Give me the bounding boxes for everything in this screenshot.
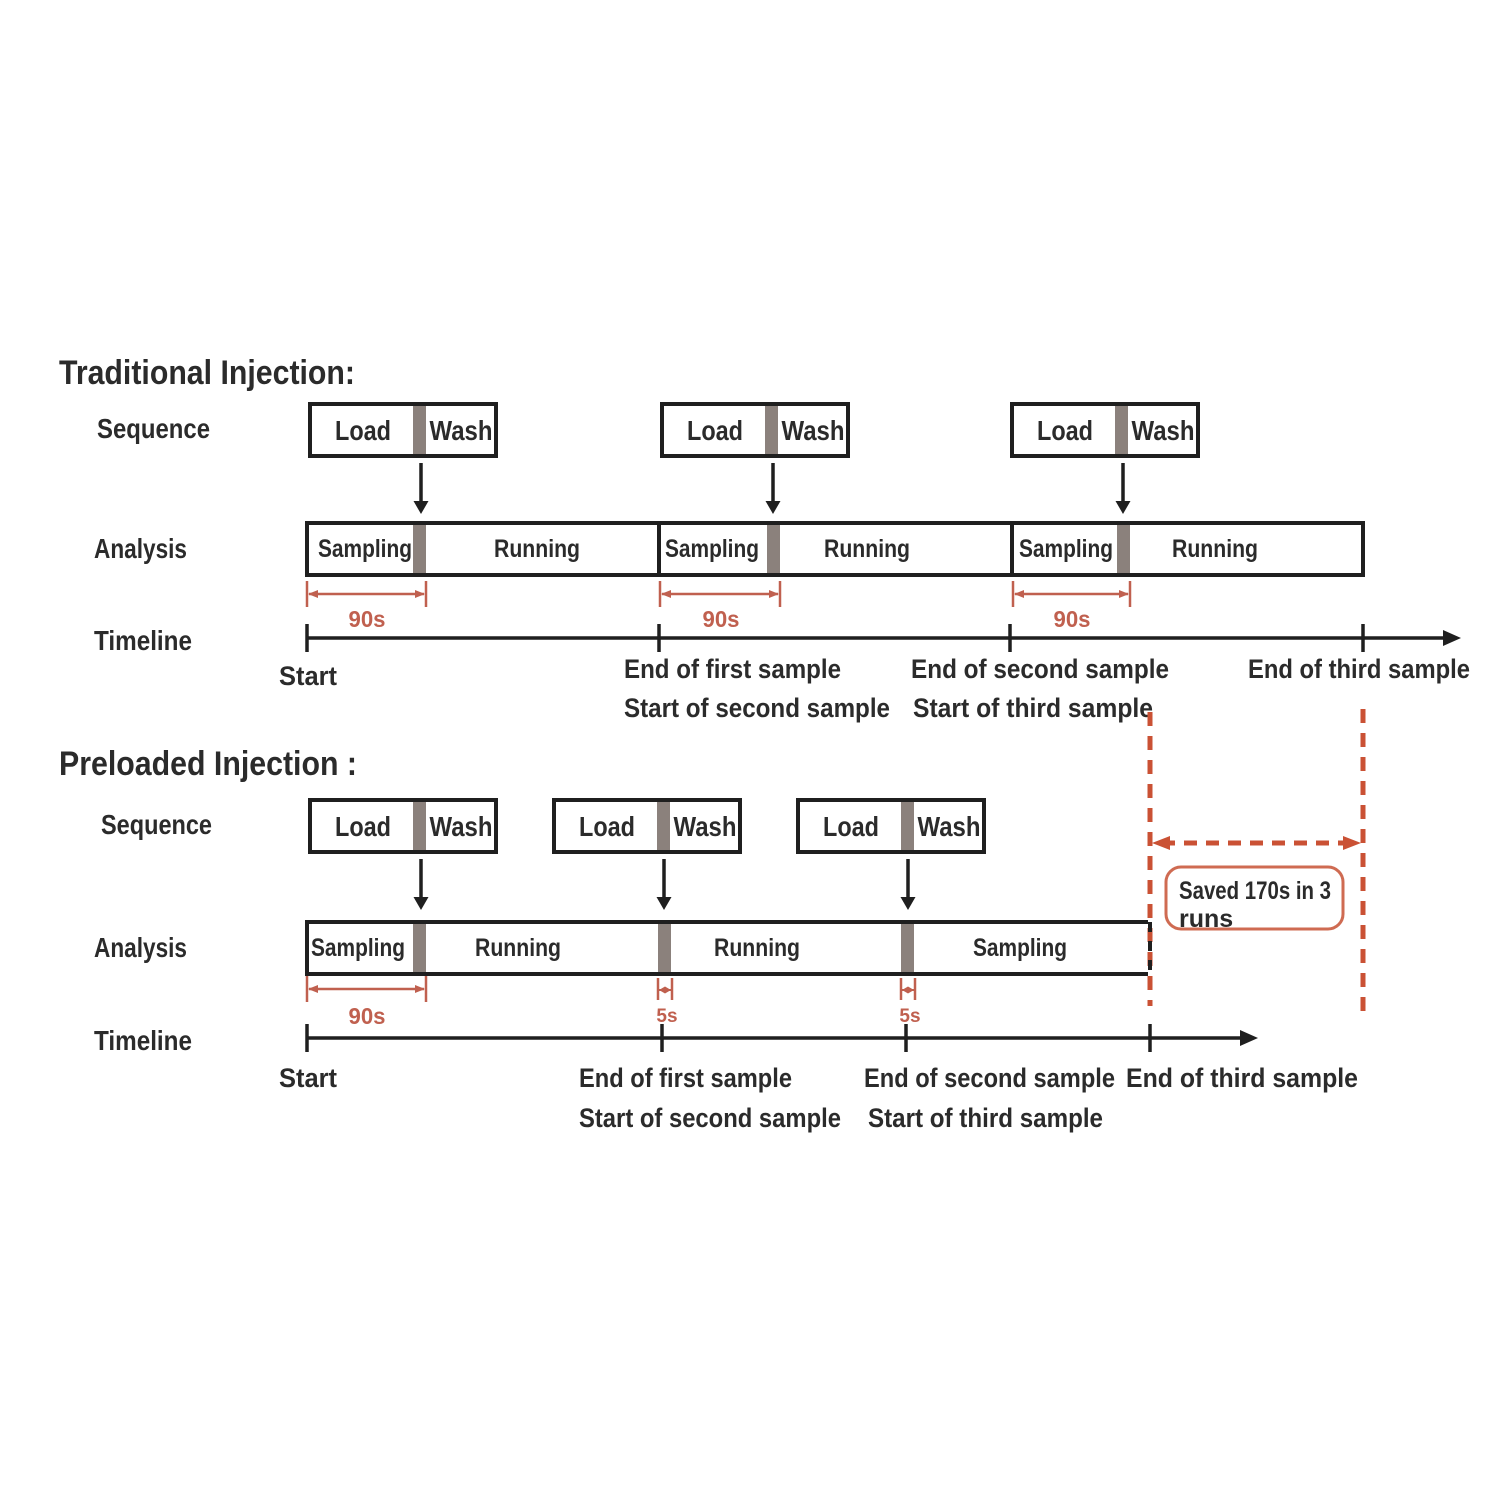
- svg-text:Running: Running: [1172, 535, 1258, 563]
- svg-text:Start of third sample: Start of third sample: [913, 693, 1153, 723]
- svg-text:Running: Running: [824, 535, 910, 563]
- svg-text:Traditional Injection:: Traditional Injection:: [59, 354, 355, 392]
- svg-text:Timeline: Timeline: [94, 625, 192, 656]
- svg-text:Start: Start: [279, 1063, 337, 1093]
- svg-text:Analysis: Analysis: [94, 932, 187, 963]
- svg-text:Sampling: Sampling: [1019, 535, 1113, 563]
- svg-text:Analysis: Analysis: [94, 533, 187, 564]
- svg-text:Running: Running: [714, 934, 800, 962]
- svg-text:Timeline: Timeline: [94, 1025, 192, 1056]
- svg-text:Preloaded Injection :: Preloaded Injection :: [59, 745, 357, 783]
- svg-text:90s: 90s: [1054, 606, 1091, 632]
- svg-text:Start of second sample: Start of second sample: [579, 1103, 841, 1133]
- svg-text:Sampling: Sampling: [318, 535, 412, 563]
- svg-text:90s: 90s: [703, 606, 740, 632]
- svg-text:Running: Running: [494, 535, 580, 563]
- svg-text:5s: 5s: [899, 1006, 920, 1027]
- svg-text:runs: runs: [1179, 905, 1233, 933]
- svg-text:Sequence: Sequence: [101, 809, 212, 840]
- svg-text:End of second sample: End of second sample: [911, 654, 1169, 684]
- svg-text:Sequence: Sequence: [97, 413, 210, 444]
- svg-text:Sampling: Sampling: [665, 535, 759, 563]
- svg-text:Running: Running: [475, 934, 561, 962]
- svg-text:Start of second sample: Start of second sample: [624, 693, 890, 723]
- svg-text:End of third sample: End of third sample: [1126, 1063, 1358, 1093]
- svg-text:5s: 5s: [656, 1006, 677, 1027]
- svg-text:90s: 90s: [349, 1003, 386, 1029]
- svg-text:End of first sample: End of first sample: [579, 1063, 792, 1093]
- svg-text:90s: 90s: [349, 606, 386, 632]
- svg-text:Sampling: Sampling: [311, 934, 405, 962]
- svg-text:Sampling: Sampling: [973, 934, 1067, 962]
- svg-text:Start of third sample: Start of third sample: [868, 1103, 1103, 1133]
- svg-text:Start: Start: [279, 661, 337, 691]
- svg-text:End of first sample: End of first sample: [624, 654, 841, 684]
- svg-text:End of third sample: End of third sample: [1248, 654, 1470, 684]
- svg-text:End of second sample: End of second sample: [864, 1063, 1115, 1093]
- svg-text:Saved 170s in 3: Saved 170s in 3: [1179, 877, 1331, 905]
